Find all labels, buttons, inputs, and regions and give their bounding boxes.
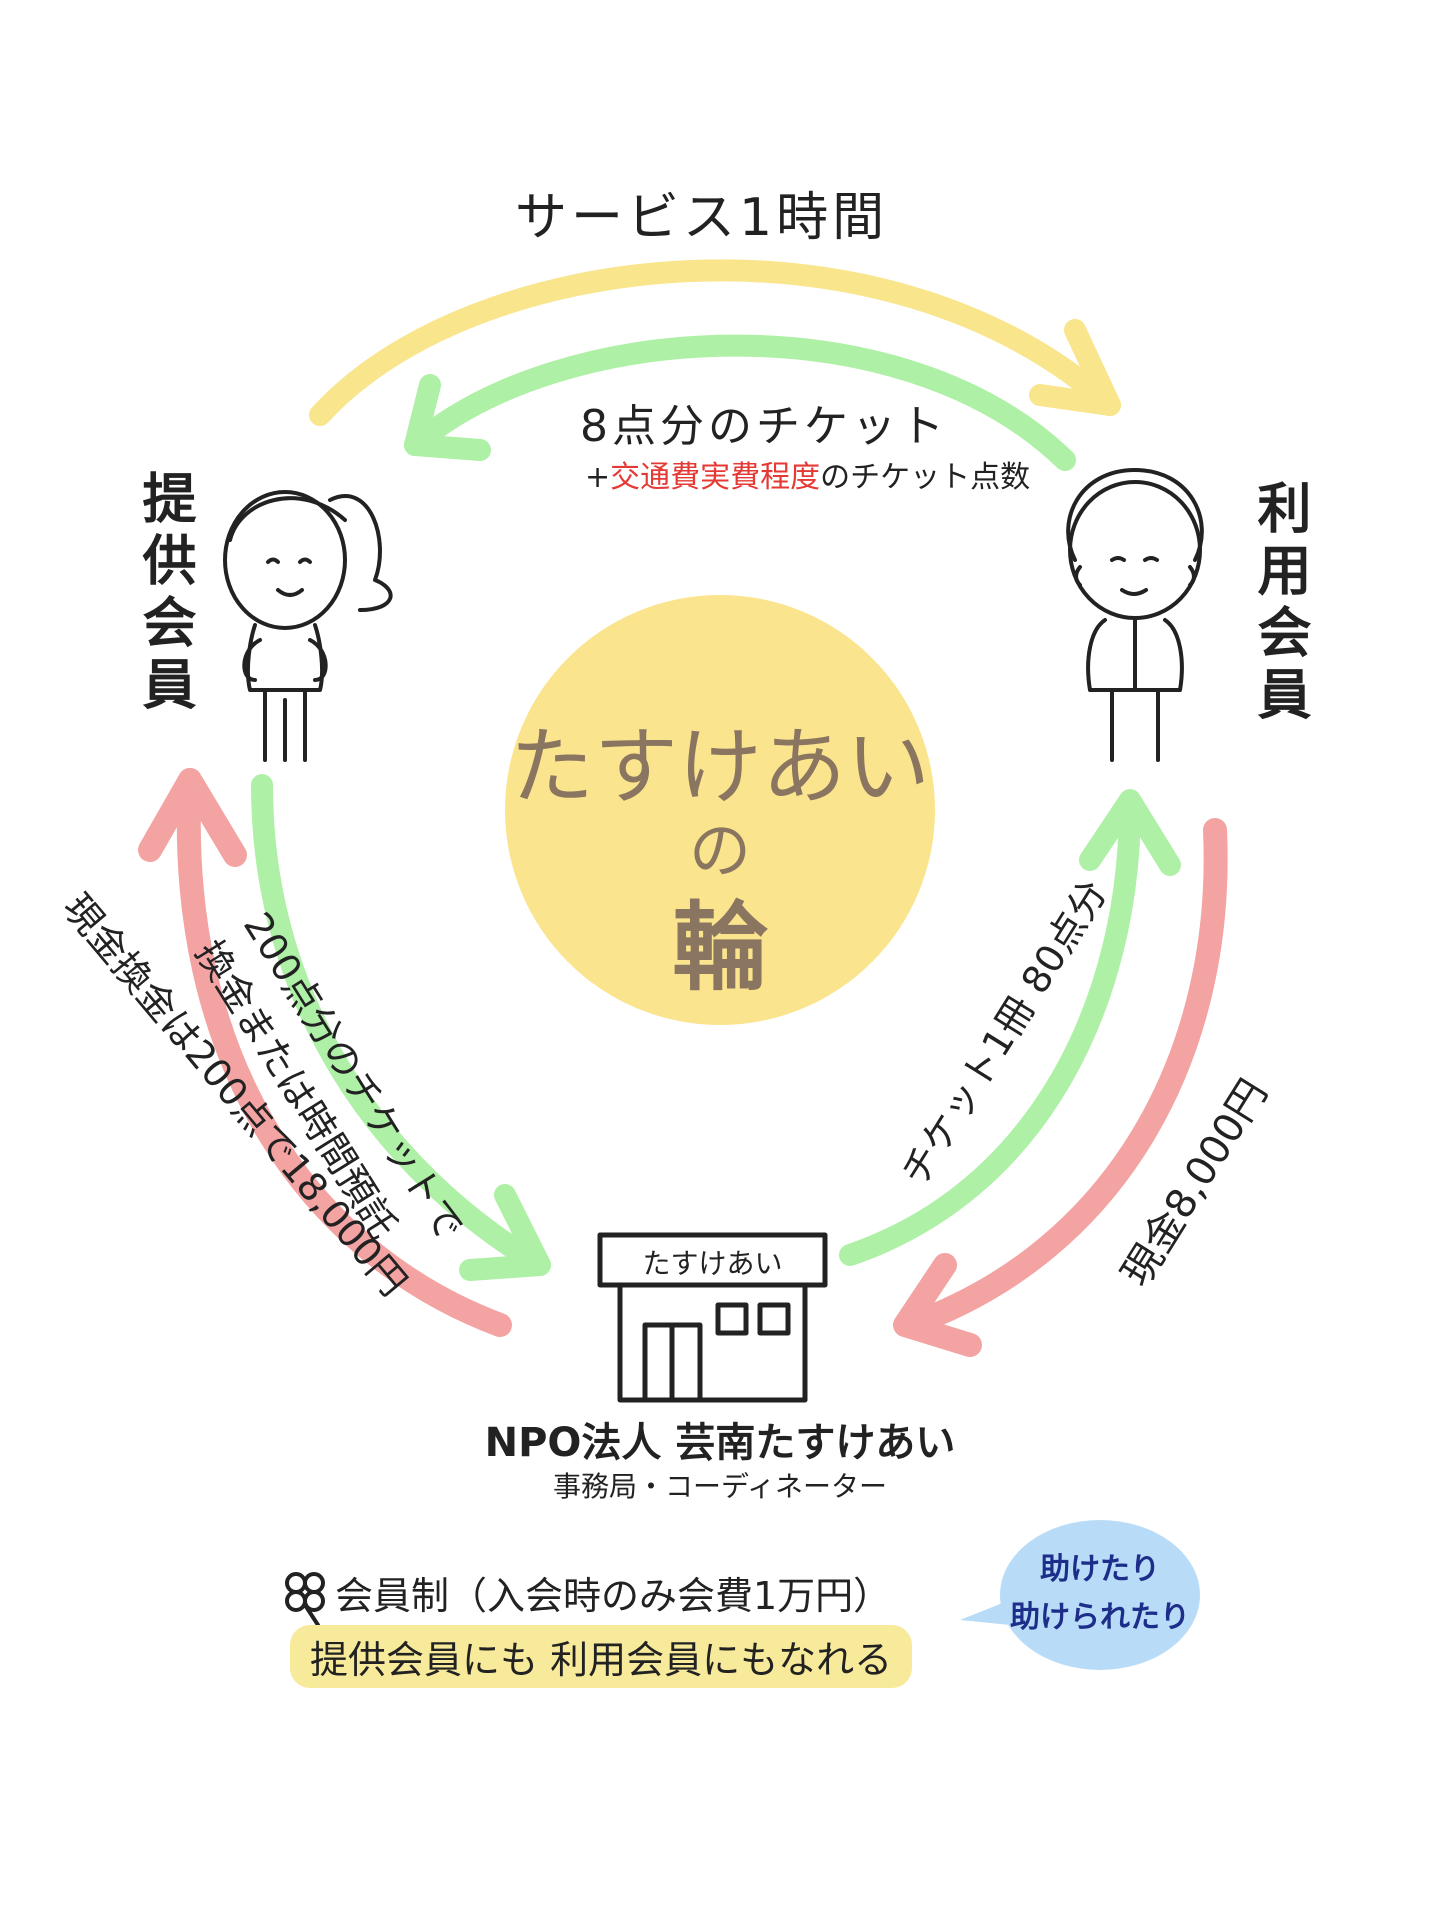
bubble-line2: 助けられたり (1010, 1600, 1190, 1635)
speech-bubble: 助けたり 助けられたり (1000, 1520, 1200, 1670)
elder-icon (1066, 468, 1204, 762)
speech-bubble-tail (960, 1600, 1010, 1625)
arrow-right-red (898, 818, 1228, 1337)
bubble-line1: 助けたり (1040, 1552, 1160, 1587)
center-circle (505, 595, 935, 1025)
membership-text: 会員制（入会時のみ会費1万円） (335, 1574, 892, 1618)
label-ticket-red: 交通費実費程度 (610, 460, 821, 495)
arrow-left-red (176, 768, 512, 1337)
clover-icon (285, 1572, 325, 1627)
npo-sign: たすけあい (642, 1247, 783, 1280)
girl-icon (223, 490, 393, 762)
label-ticket-plus: + (585, 460, 611, 495)
center-line1: たすけあい (509, 718, 930, 816)
both-members-text: 提供会員にも 利用会員にもなれる (290, 1625, 913, 1688)
npo-sub: 事務局・コーディネーター (552, 1470, 888, 1503)
arrow-service-yellow-head (1029, 319, 1121, 416)
label-ticket: 8点分のチケット (580, 401, 948, 452)
label-ticket-extra: +交通費実費程度のチケット点数 (585, 452, 1030, 496)
arrow-right-green-head (1079, 789, 1181, 876)
center-line2: の (688, 814, 751, 887)
provider-member-label: 提供会員 (133, 470, 196, 718)
arrow-left-green (251, 774, 551, 1276)
npo-name: NPO法人 芸南たすけあい (484, 1420, 956, 1466)
user-member-label: 利用会員 (1248, 480, 1311, 728)
arrow-left-green-head (459, 1184, 551, 1281)
arrow-service-yellow (309, 259, 1121, 426)
arrow-right-red-head (893, 1253, 982, 1357)
arrow-left-red-head (138, 768, 247, 867)
building-icon (597, 1232, 828, 1403)
arrow-ticket-green-head (404, 374, 491, 461)
label-ticket-suffix: のチケット点数 (820, 460, 1031, 495)
arrow-ticket-green (404, 334, 1076, 471)
label-service: サービス1時間 (515, 188, 889, 248)
arrow-right-green (839, 794, 1141, 1266)
center-line3: 輪 (672, 892, 768, 1004)
